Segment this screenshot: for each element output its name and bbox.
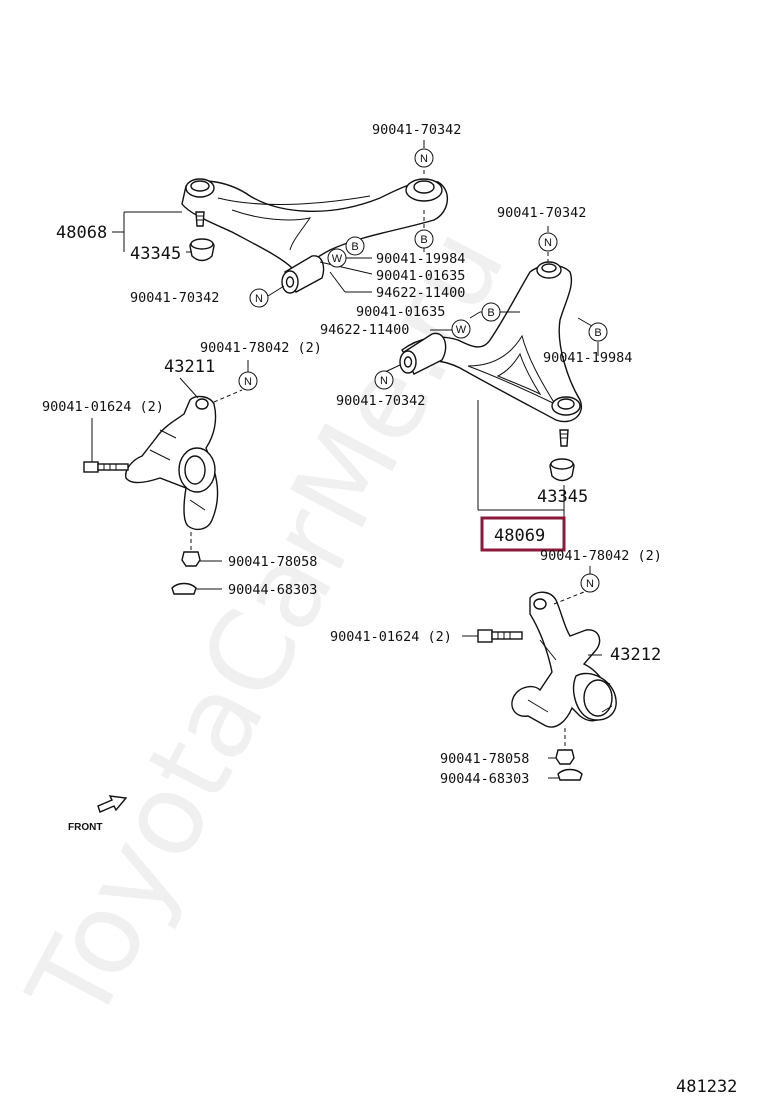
part-label-right-bolt-top: 90041-70342 bbox=[497, 205, 586, 221]
left-control-arm bbox=[181, 178, 448, 294]
part-label-right-ball-joint: 43345 bbox=[537, 487, 588, 507]
diagram-number: 481232 bbox=[676, 1077, 737, 1097]
right-steering-knuckle bbox=[462, 566, 617, 781]
svg-text:B: B bbox=[594, 327, 601, 339]
part-label-left-washer: 94622-11400 bbox=[376, 285, 465, 301]
watermark: ToyotaCarMe.ru bbox=[4, 208, 531, 1044]
svg-text:N: N bbox=[586, 578, 594, 590]
part-label-right-knuckle-nut: 90041-78058 bbox=[440, 751, 529, 767]
b-symbol: B bbox=[345, 236, 365, 256]
svg-text:B: B bbox=[487, 307, 494, 319]
left-side-bolt bbox=[83, 461, 129, 473]
right-control-arm bbox=[399, 261, 583, 482]
part-label-right-bracket: 90041-19984 bbox=[543, 350, 632, 366]
n-symbol: N bbox=[238, 371, 258, 391]
part-label-left-bolt-bottom: 90041-70342 bbox=[130, 290, 219, 306]
part-label-right-arm-assembly: 48069 bbox=[494, 526, 545, 546]
part-label-left-bracket: 90041-19984 bbox=[376, 251, 465, 267]
n-symbol: N bbox=[249, 288, 269, 308]
svg-text:N: N bbox=[244, 376, 252, 388]
part-label-left-knuckle: 43211 bbox=[164, 357, 215, 377]
part-label-right-washer: 94622-11400 bbox=[320, 322, 409, 338]
front-arrow: FRONT bbox=[68, 795, 128, 833]
highlight-box bbox=[480, 516, 566, 552]
b-symbol: B bbox=[481, 302, 501, 322]
n-symbol: N bbox=[538, 232, 558, 252]
svg-text:B: B bbox=[420, 234, 427, 246]
part-label-left-ball-joint: 43345 bbox=[130, 244, 181, 264]
part-label-left-knuckle-bolt: 90041-78042 (2) bbox=[200, 340, 322, 356]
part-label-right-knuckle-pin: 90044-68303 bbox=[440, 771, 529, 787]
left-nut bbox=[181, 551, 201, 567]
front-label: FRONT bbox=[68, 822, 102, 833]
w-symbol: W bbox=[327, 248, 347, 268]
part-label-left-bushing-bolt: 90041-01635 bbox=[376, 268, 465, 284]
part-label-left-knuckle-nut: 90041-78058 bbox=[228, 554, 317, 570]
n-symbol: N bbox=[580, 573, 600, 593]
part-label-right-knuckle-side-bolt: 90041-01624 (2) bbox=[330, 629, 452, 645]
svg-text:N: N bbox=[544, 237, 552, 249]
part-label-right-bolt-bottom: 90041-70342 bbox=[336, 393, 425, 409]
right-side-bolt bbox=[477, 629, 523, 643]
svg-text:N: N bbox=[420, 153, 428, 165]
left-steering-knuckle bbox=[83, 360, 249, 595]
w-symbol: W bbox=[451, 319, 471, 339]
part-label-left-arm-assembly: 48068 bbox=[56, 223, 107, 243]
svg-text:N: N bbox=[380, 375, 388, 387]
n-symbol: N bbox=[414, 148, 434, 168]
part-label-right-knuckle-bolt: 90041-78042 (2) bbox=[540, 548, 662, 564]
svg-text:W: W bbox=[332, 253, 343, 265]
part-label-left-knuckle-side-bolt: 90041-01624 (2) bbox=[42, 399, 164, 415]
svg-text:N: N bbox=[255, 293, 263, 305]
part-label-left-bolt-top: 90041-70342 bbox=[372, 122, 461, 138]
n-symbol: N bbox=[374, 370, 394, 390]
svg-text:W: W bbox=[456, 324, 467, 336]
part-label-right-knuckle: 43212 bbox=[610, 645, 661, 665]
part-label-right-bushing-bolt: 90041-01635 bbox=[356, 304, 445, 320]
left-cotter-pin bbox=[171, 582, 197, 595]
left-arm-leader-lines bbox=[112, 140, 425, 297]
part-label-left-knuckle-pin: 90044-68303 bbox=[228, 582, 317, 598]
svg-text:B: B bbox=[351, 241, 358, 253]
right-cotter-pin bbox=[557, 768, 583, 781]
b-symbol: B bbox=[588, 322, 608, 342]
b-symbol: B bbox=[414, 229, 434, 249]
right-nut bbox=[555, 749, 575, 765]
